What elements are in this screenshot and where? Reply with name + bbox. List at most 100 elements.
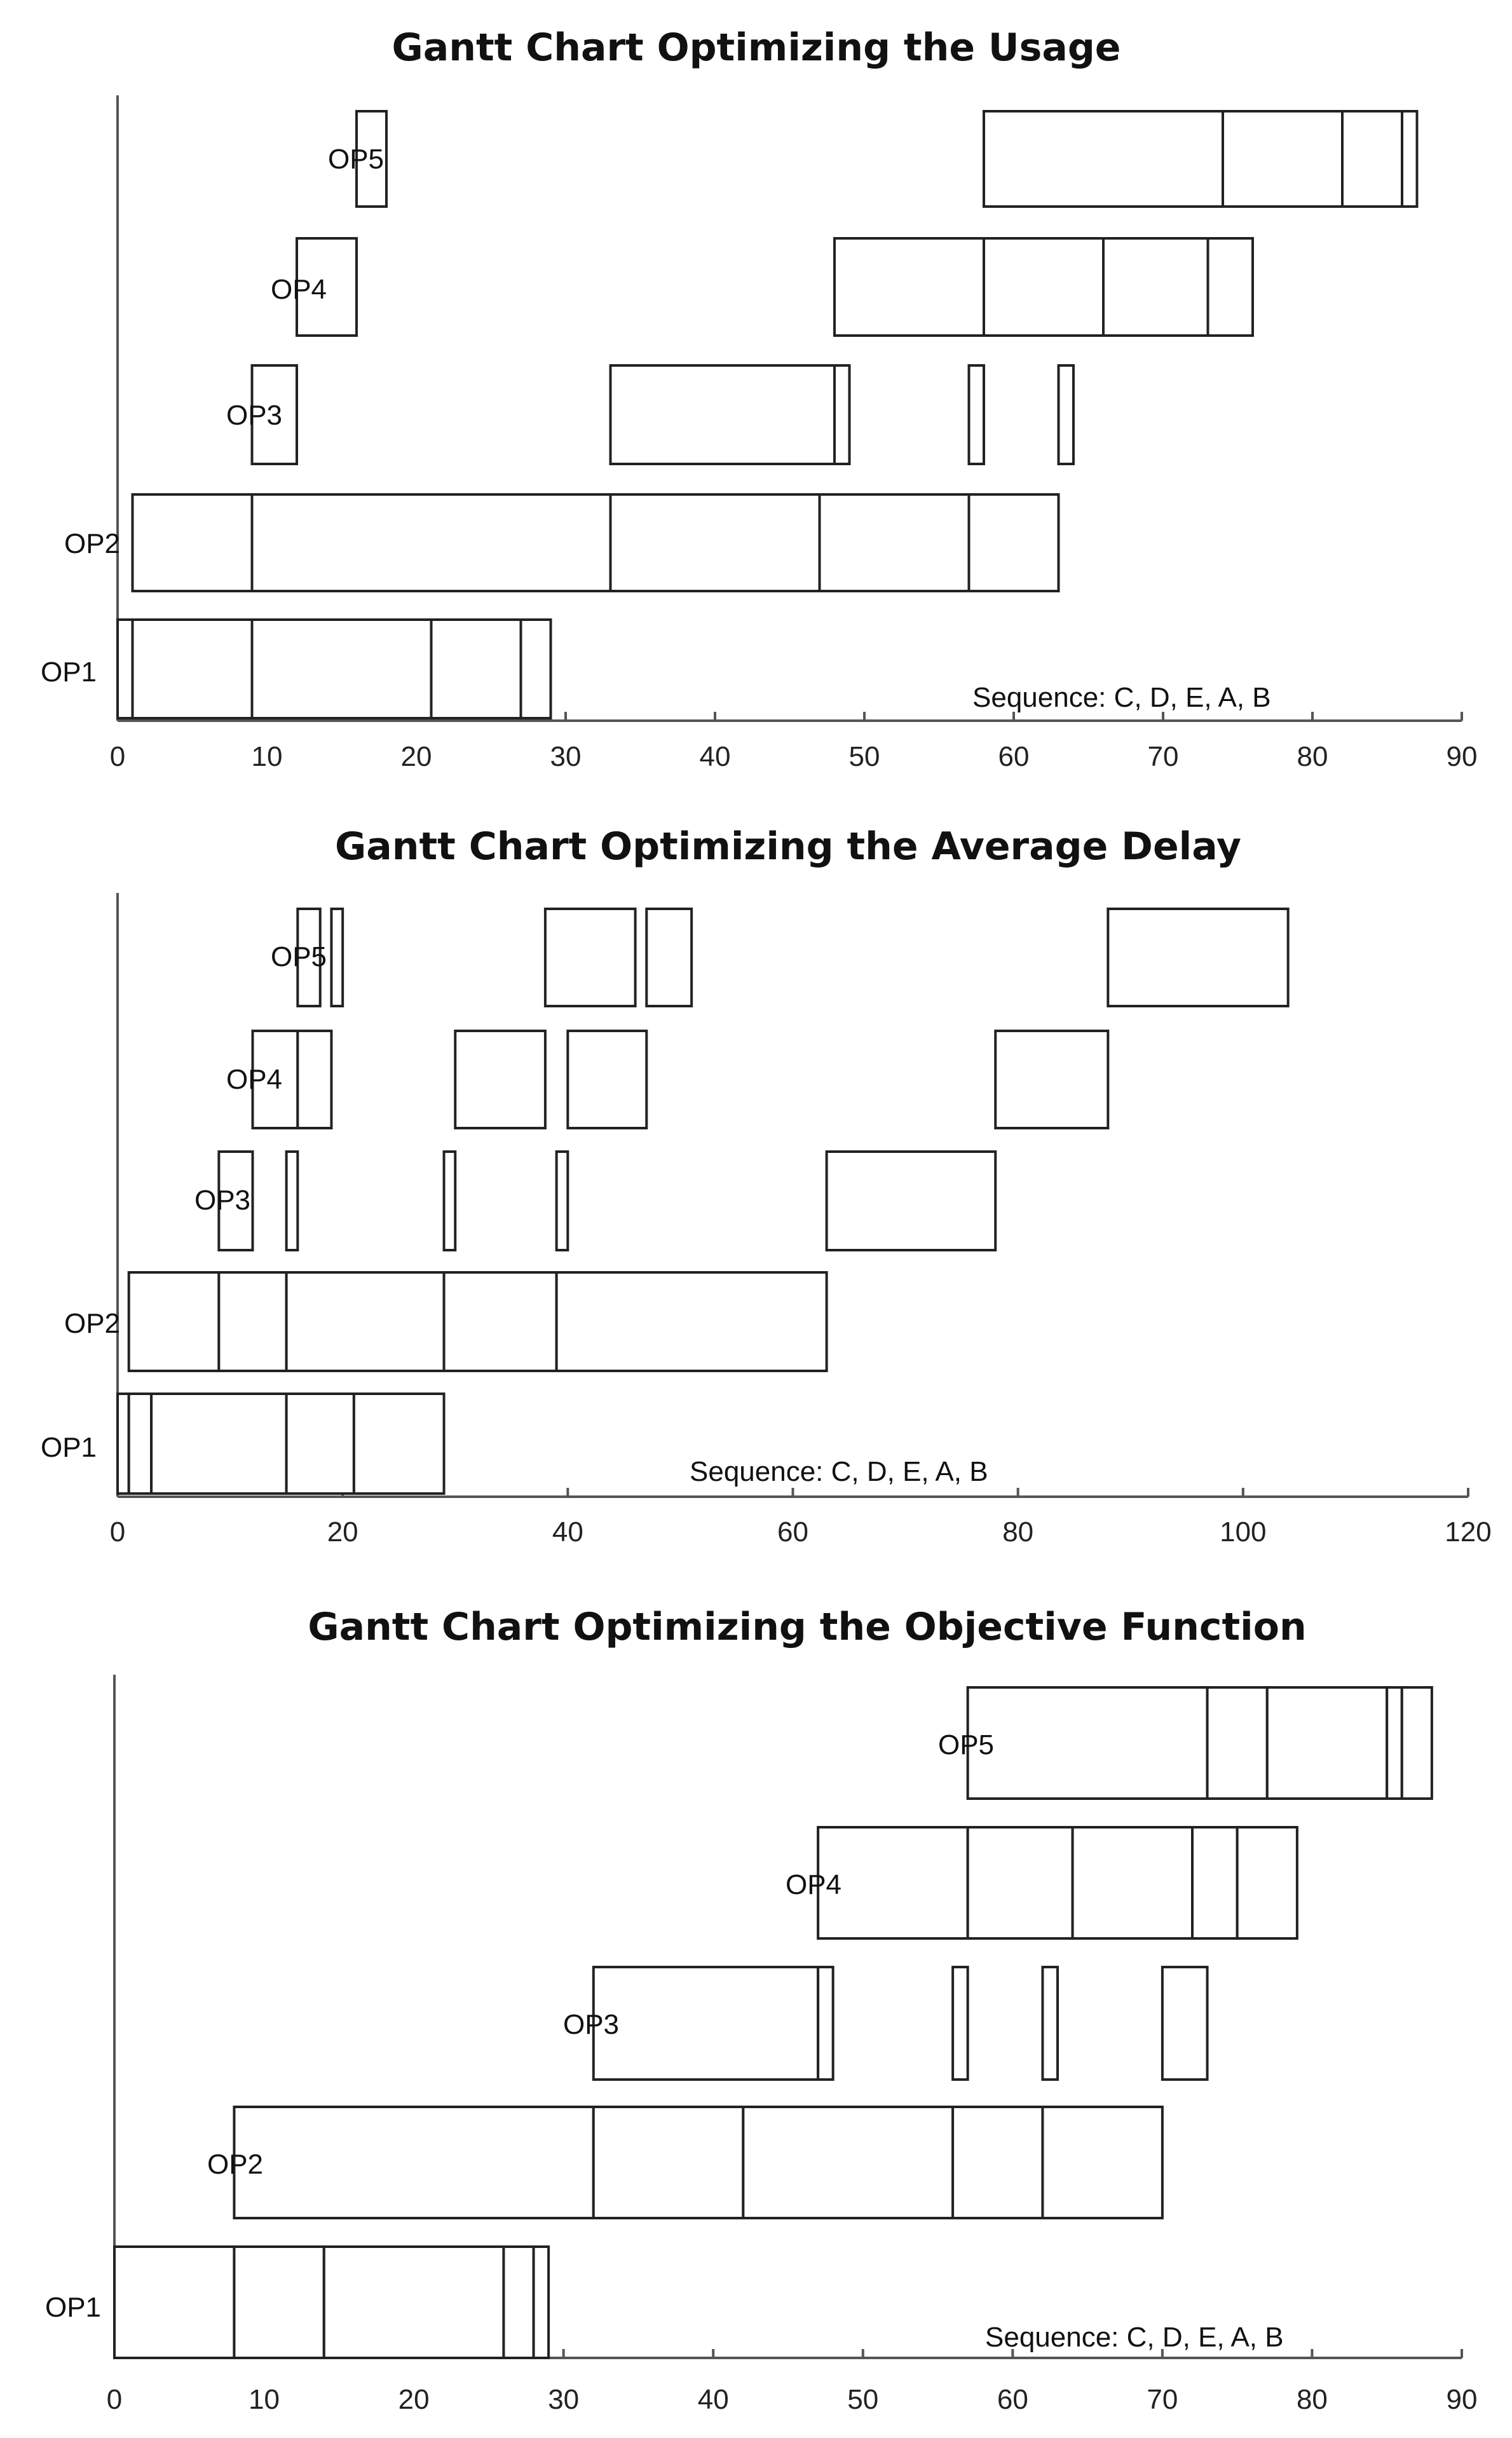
gantt-bar-op1 — [502, 2245, 535, 2359]
row-label-op1: OP1 — [45, 2292, 101, 2323]
gantt-bar-op1 — [233, 2245, 325, 2359]
gantt-bar-op5 — [543, 908, 637, 1007]
gantt-bar-op4 — [1102, 237, 1209, 337]
gantt-bar-op5 — [1206, 1686, 1269, 1800]
gantt-bar-op3 — [555, 1150, 569, 1251]
gantt-bar-op5 — [983, 110, 1224, 208]
gantt-bar-op1 — [116, 618, 134, 719]
chart-title: Gantt Chart Optimizing the Objective Fun… — [308, 1605, 1306, 1649]
x-tick-label: 70 — [1147, 2384, 1178, 2415]
gantt-bar-op2 — [285, 1271, 446, 1372]
gantt-bar-op2 — [967, 493, 1060, 592]
x-tick-label: 70 — [1148, 741, 1179, 772]
x-tick-label: 30 — [548, 2384, 579, 2415]
gantt-bar-op3 — [833, 364, 851, 465]
gantt-bar-op2 — [131, 493, 254, 592]
gantt-bar-op1 — [250, 618, 433, 719]
row-label-op4: OP4 — [226, 1064, 282, 1095]
gantt-bar-op1 — [131, 618, 254, 719]
gantt-bar-op3 — [217, 1150, 254, 1251]
gantt-bar-op2 — [818, 493, 971, 592]
x-tick-label: 50 — [847, 2384, 878, 2415]
gantt-bar-op5 — [1341, 110, 1403, 208]
x-tick-label: 0 — [110, 1516, 125, 1548]
row-label-op2: OP2 — [207, 2149, 263, 2180]
gantt-bar-op3 — [609, 364, 836, 465]
x-tick-label: 120 — [1445, 1516, 1491, 1548]
x-tick-label: 60 — [997, 2384, 1028, 2415]
gantt-bar-op2 — [951, 2106, 1044, 2219]
gantt-bar-op5 — [645, 908, 693, 1007]
x-tick-label: 0 — [107, 2384, 122, 2415]
gantt-bar-op4 — [1191, 1826, 1239, 1940]
x-tick-label: 100 — [1220, 1516, 1266, 1548]
x-tick-label: 90 — [1447, 741, 1478, 772]
row-label-op1: OP1 — [41, 657, 97, 688]
gantt-bar-op5 — [296, 908, 322, 1007]
row-label-op3: OP3 — [194, 1185, 250, 1216]
gantt-bar-op5 — [1401, 110, 1419, 208]
gantt-bar-op4 — [1236, 1826, 1298, 1940]
gantt-bar-op2 — [609, 493, 821, 592]
gantt-bar-op4 — [817, 1826, 969, 1940]
gantt-bar-op3 — [1041, 1966, 1059, 2081]
row-label-op5: OP5 — [328, 144, 384, 175]
gantt-bar-op4 — [454, 1030, 547, 1129]
gantt-bar-op1 — [127, 1393, 153, 1495]
gantt-bar-op3 — [825, 1150, 997, 1251]
gantt-bar-op4 — [1206, 237, 1254, 337]
row-label-op2: OP2 — [64, 1308, 120, 1339]
gantt-bar-op5 — [1222, 110, 1344, 208]
gantt-bar-op2 — [555, 1271, 828, 1372]
x-tick-label: 40 — [700, 741, 731, 772]
row-label-op5: OP5 — [938, 1729, 994, 1760]
gantt-bar-op3 — [951, 1966, 969, 2081]
gantt-bar-op5 — [966, 1686, 1209, 1800]
x-tick-label: 60 — [777, 1516, 808, 1548]
gantt-bar-op1 — [430, 618, 522, 719]
row-label-op1: OP1 — [41, 1432, 97, 1463]
gantt-bar-op3 — [250, 364, 298, 465]
x-tick-label: 90 — [1447, 2384, 1478, 2415]
gantt-bar-op1 — [532, 2245, 550, 2359]
x-tick-label: 0 — [110, 741, 125, 772]
gantt-bar-op1 — [113, 2245, 236, 2359]
gantt-bar-op3 — [592, 1966, 820, 2081]
gantt-bar-op3 — [285, 1150, 299, 1251]
x-tick-label: 30 — [550, 741, 582, 772]
row-label-op4: OP4 — [271, 274, 327, 305]
gantt-bar-op5 — [1386, 1686, 1403, 1800]
x-tick-label: 60 — [998, 741, 1030, 772]
gantt-bar-op4 — [296, 1030, 333, 1129]
x-tick-label: 10 — [249, 2384, 280, 2415]
sequence-annotation: Sequence: C, D, E, A, B — [985, 2322, 1284, 2353]
x-tick-label: 80 — [1002, 1516, 1033, 1548]
x-tick-label: 10 — [252, 741, 283, 772]
gantt-bar-op1 — [116, 1393, 130, 1495]
gantt-bar-op2 — [442, 1271, 558, 1372]
gantt-bar-op4 — [833, 237, 985, 337]
gantt-bar-op5 — [355, 110, 388, 208]
gantt-bar-op2 — [217, 1271, 288, 1372]
gantt-bar-op4 — [296, 237, 358, 337]
gantt-bar-op4 — [1071, 1826, 1194, 1940]
gantt-bar-op4 — [251, 1030, 299, 1129]
row-label-op3: OP3 — [226, 400, 282, 431]
chart-title: Gantt Chart Optimizing the Average Delay — [335, 824, 1241, 869]
gantt-bar-op3 — [817, 1966, 834, 2081]
gantt-bar-op3 — [1057, 364, 1075, 465]
sequence-annotation: Sequence: C, D, E, A, B — [972, 682, 1271, 713]
gantt-bar-op1 — [352, 1393, 446, 1495]
gantt-bar-op4 — [983, 237, 1105, 337]
gantt-bar-op5 — [1400, 1686, 1433, 1800]
x-tick-label: 20 — [327, 1516, 358, 1548]
row-label-op4: OP4 — [786, 1869, 841, 1900]
gantt-bar-op2 — [233, 2106, 595, 2219]
gantt-bar-op4 — [994, 1030, 1110, 1129]
x-tick-label: 40 — [698, 2384, 729, 2415]
gantt-bar-op4 — [566, 1030, 648, 1129]
gantt-bar-op2 — [250, 493, 612, 592]
gantt-bar-op5 — [330, 908, 344, 1007]
gantt-bar-op5 — [1107, 908, 1290, 1007]
